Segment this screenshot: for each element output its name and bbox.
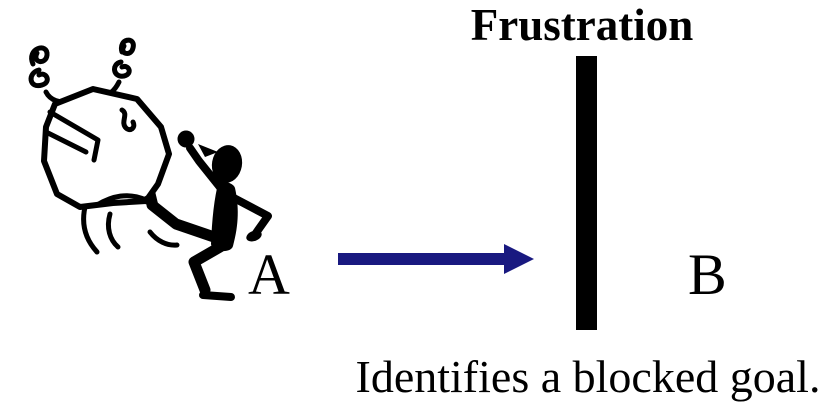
node-b-label: B (688, 242, 727, 307)
arrow-head (504, 244, 534, 274)
fist (177, 130, 195, 148)
right-arrow-icon (338, 244, 534, 274)
kicking-foot (138, 191, 160, 212)
arrow-shaft (338, 253, 508, 265)
diagram-caption: Identifies a blocked goal. (355, 351, 821, 402)
rock (41, 86, 172, 210)
node-a-label: A (248, 242, 290, 307)
cap-bill (198, 144, 218, 157)
diagram-title: Frustration (470, 0, 694, 50)
kicking-figure (138, 130, 272, 301)
barrier-rect (576, 56, 597, 330)
blocked-goal-wall-bar (576, 56, 597, 330)
person-kicking-rock-icon (28, 37, 272, 301)
